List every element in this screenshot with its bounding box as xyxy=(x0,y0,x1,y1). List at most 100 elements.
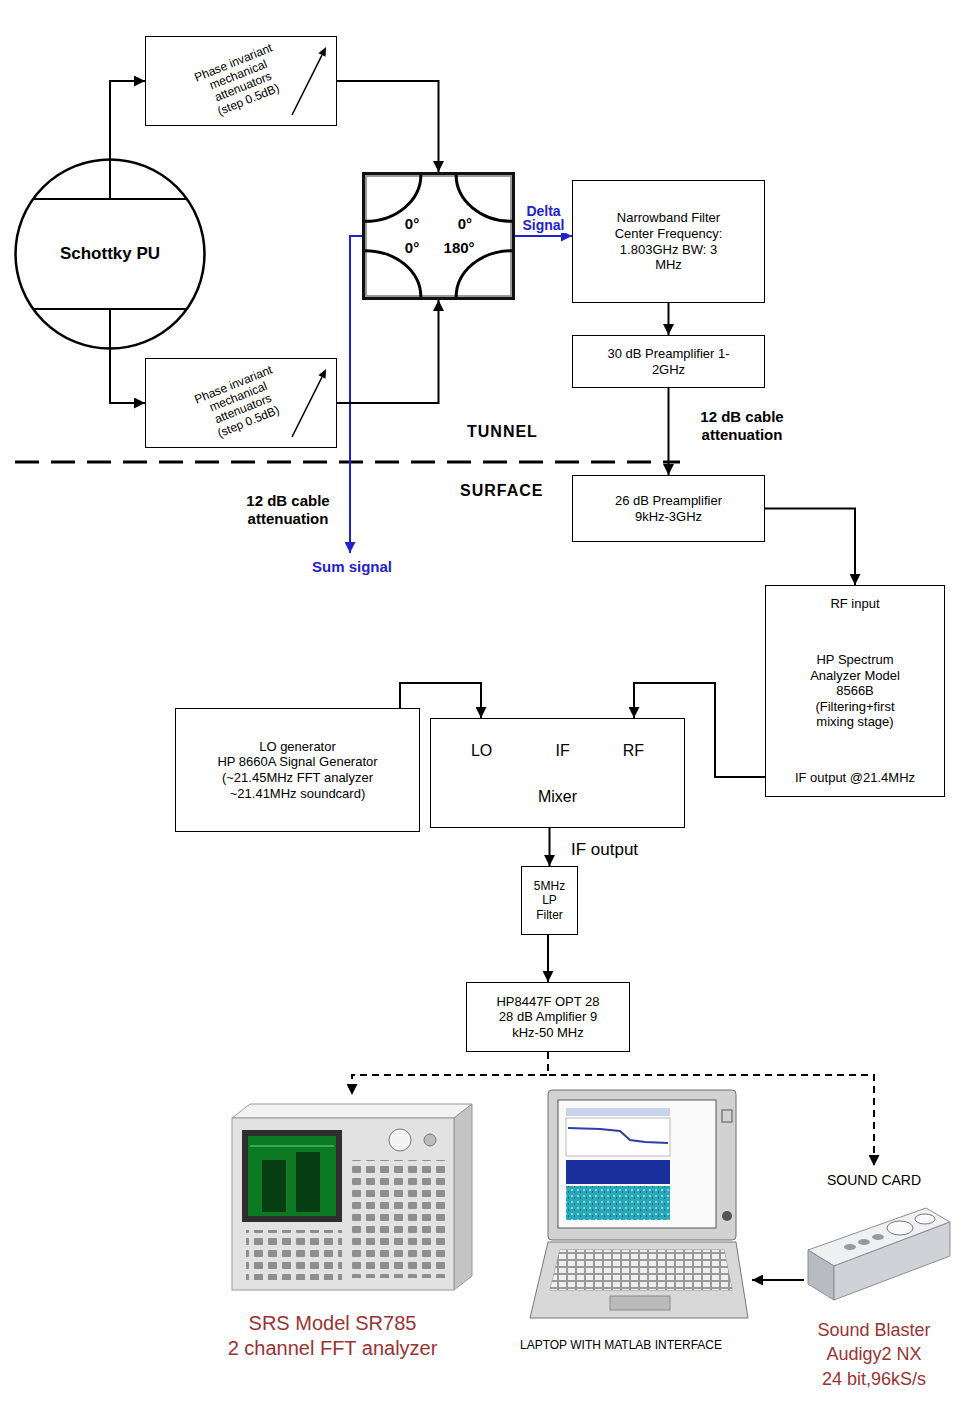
sum-signal-line xyxy=(350,236,362,553)
box-label: Narrowband Filter Center Frequency: 1.80… xyxy=(609,210,729,272)
box-title: HP8447F OPT 28 xyxy=(496,994,599,1010)
box-body: 28 dB Amplifier 9 kHz-50 MHz xyxy=(498,1009,598,1040)
fft-analyzer-picture xyxy=(232,1104,472,1290)
fft-analyzer-picture xyxy=(424,1134,436,1146)
box-label: Phase invariant mechanical attenuators (… xyxy=(190,362,291,444)
pickup-circle: Schottky PU xyxy=(14,158,206,350)
box-body: HP 8660A Signal Generator (~21.45MHz FFT… xyxy=(210,754,385,801)
laptop-picture xyxy=(530,1242,748,1318)
sound-card: SOUND CARDSound Blaster Audigy2 NX 24 bi… xyxy=(790,1166,958,1396)
signal-name: Delta Signal xyxy=(517,204,571,233)
hybrid-arcs xyxy=(365,175,512,297)
laptop-picture xyxy=(566,1118,670,1156)
cable-note: 12 dB cable attenuation xyxy=(686,408,798,444)
analyzer-box: RF input HP Spectrum Analyzer Model 8566B… xyxy=(765,585,945,797)
laptop-picture xyxy=(722,1211,732,1221)
preamp-box: 30 dB Preamplifier 1-2GHz xyxy=(572,335,765,388)
port-phase: 0° xyxy=(458,215,472,233)
laptop-picture xyxy=(550,1250,732,1290)
attenuator-box: Phase invariant mechanical attenuators (… xyxy=(145,358,337,448)
box-label: 26 dB Preamplifier 9kHz-3GHz xyxy=(599,493,739,524)
fft-analyzer: SRS Model SR7852 channel FFT analyzer xyxy=(190,1095,475,1365)
signal-name: IF output xyxy=(571,840,638,860)
fft-analyzer-picture xyxy=(232,1104,472,1118)
laptop-picture xyxy=(566,1160,670,1184)
fft-analyzer-picture xyxy=(389,1129,411,1151)
signal-arrow xyxy=(352,1052,548,1095)
signal-arrow xyxy=(548,1052,874,1166)
plate-lead xyxy=(109,158,111,199)
signal-arrow xyxy=(549,828,551,866)
signal-arrow xyxy=(765,509,855,586)
signal-arrow xyxy=(110,81,145,158)
device-heading: SOUND CARD xyxy=(827,1172,921,1189)
zone-label: SURFACE xyxy=(460,481,543,500)
attenuator-box: Phase invariant mechanical attenuators (… xyxy=(145,36,337,126)
zone-label: TUNNEL xyxy=(467,422,538,441)
box-label: Phase invariant mechanical attenuators (… xyxy=(190,40,291,122)
laptop-picture xyxy=(568,1128,668,1143)
plate-lead xyxy=(109,309,111,350)
fft-analyzer-picture xyxy=(248,1136,336,1216)
instrument-name: HP Spectrum Analyzer Model 8566B (Filter… xyxy=(795,652,915,730)
laptop-picture xyxy=(530,1090,748,1318)
fft-analyzer-picture xyxy=(262,1160,286,1212)
laptop-picture xyxy=(610,1296,670,1310)
signal-arrow xyxy=(752,1279,804,1281)
adjust-arrow xyxy=(292,55,322,115)
preamp-box: 26 dB Preamplifier 9kHz-3GHz xyxy=(572,475,765,542)
generator-box: LO generatorHP 8660A Signal Generator (~… xyxy=(175,708,420,832)
adjust-arrow xyxy=(292,377,322,437)
port-label: RF input xyxy=(830,596,879,612)
device-caption: LAPTOP WITH MATLAB INTERFACE xyxy=(520,1338,722,1352)
port-phase: 0° xyxy=(405,215,419,233)
amplifier-box: HP8447F OPT 2828 dB Amplifier 9 kHz-50 M… xyxy=(466,982,630,1052)
sound-card-picture xyxy=(915,1214,935,1224)
hybrid-frame xyxy=(366,176,511,296)
lowpass-filter-box: 5MHz LP Filter xyxy=(521,866,578,935)
box-label: 30 dB Preamplifier 1-2GHz xyxy=(599,346,739,377)
port-label: LO xyxy=(471,742,492,761)
sound-card-picture xyxy=(887,1221,913,1235)
box-title: Mixer xyxy=(538,787,577,806)
signal-arrow xyxy=(547,935,549,982)
fft-analyzer-picture xyxy=(242,1130,342,1222)
laptop-picture xyxy=(722,1110,732,1122)
sound-card-picture xyxy=(844,1244,856,1250)
signal-name: Sum signal xyxy=(312,558,392,576)
box-label: Schottky PU xyxy=(60,244,160,264)
port-label: IF xyxy=(555,742,569,761)
fft-analyzer-picture xyxy=(454,1104,472,1290)
box-title: LO generator xyxy=(259,739,336,755)
mixer-box: LOIFRFMixer xyxy=(430,718,685,828)
port-phase: 0° xyxy=(405,239,419,257)
laptop: LAPTOP WITH MATLAB INTERFACE xyxy=(490,1085,752,1355)
signal-arrow xyxy=(110,350,145,403)
sum-signal-line xyxy=(350,236,362,553)
laptop-picture xyxy=(550,1250,732,1290)
instrument-caption: 2 channel FFT analyzer xyxy=(228,1336,438,1361)
laptop-picture xyxy=(558,1100,716,1228)
adjust-arrow xyxy=(318,369,326,379)
laptop-picture xyxy=(566,1108,670,1116)
fft-analyzer-picture xyxy=(250,1146,334,1147)
cable-note: 12 dB cable attenuation xyxy=(232,492,344,528)
sound-card-picture xyxy=(858,1239,870,1245)
tunnel-boundary xyxy=(15,462,680,463)
fft-analyzer-picture xyxy=(246,1230,342,1280)
signal-arrow xyxy=(668,388,670,475)
port-phase: 180° xyxy=(444,239,475,257)
port-label: IF output @21.4MHz xyxy=(795,770,915,786)
fft-analyzer-picture xyxy=(232,1118,454,1290)
sound-card-picture xyxy=(808,1250,834,1300)
signal-arrow xyxy=(668,303,670,335)
fft-analyzer-picture xyxy=(296,1152,320,1212)
hybrid-symbol xyxy=(365,175,512,297)
laptop-picture xyxy=(566,1186,670,1220)
fft-analyzer-picture xyxy=(352,1160,450,1278)
laptop-picture xyxy=(548,1090,736,1240)
box-label: 5MHz LP Filter xyxy=(530,879,570,922)
sound-card-picture xyxy=(808,1208,950,1300)
delta-signal-line xyxy=(515,235,572,237)
